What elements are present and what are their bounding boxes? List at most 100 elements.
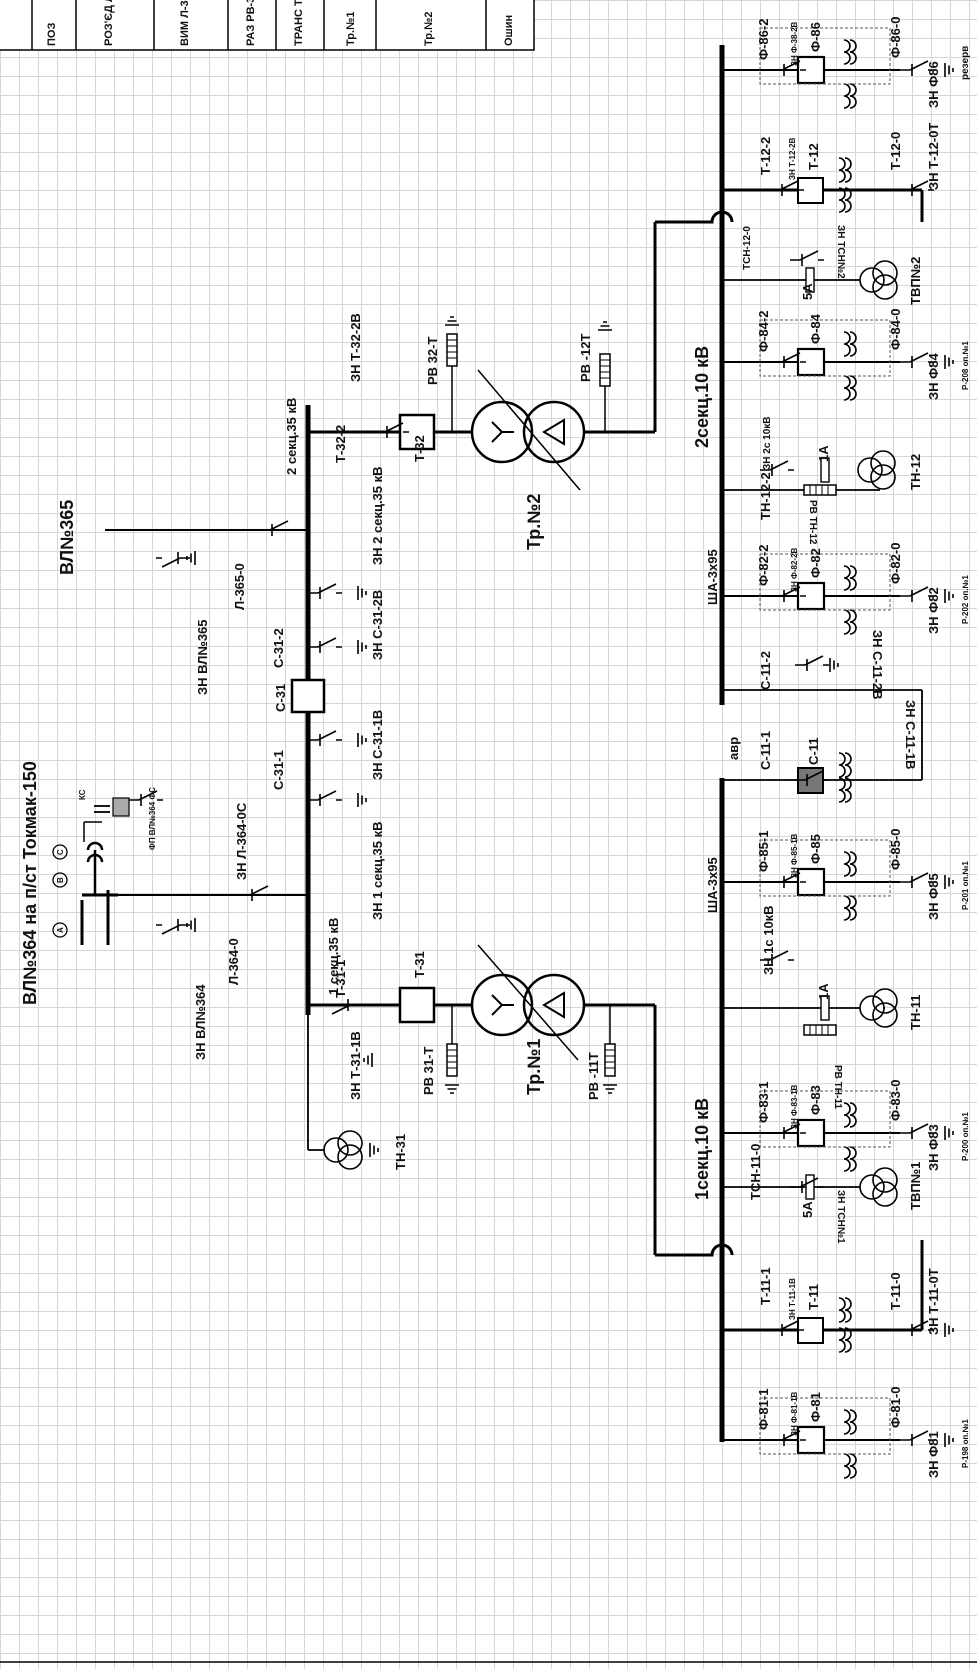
bus-35kv: 1 секц.35 кВ 2 секц.35 кВ С-31 С-31-1 С-… <box>105 398 408 1170</box>
feeder-zn-bottom: ЗН Ф85 <box>926 873 941 920</box>
zn-t12-0t: ЗН Т-12-0Т <box>926 123 941 190</box>
table-cell: ТРАНС ТН-31, <box>293 0 305 46</box>
bus-35-s2: 2 секц.35 кВ <box>284 398 299 475</box>
t32: Т-32 <box>412 435 427 462</box>
rv-tn11: РВ ТН-11 <box>832 1065 843 1109</box>
feeder-top-label: Ф-86-2 <box>756 19 771 60</box>
zn-l364-0c: ЗН Л-364-0С <box>234 802 249 880</box>
feeder-op-label: Р-200 оп.№1 <box>961 1112 970 1161</box>
c31-label: С-31 <box>273 684 288 712</box>
table-cell: Ошин <box>503 15 515 46</box>
feeder-bottom-label: Ф-81-0 <box>888 1387 903 1428</box>
tr1-name: Тр.№1 <box>524 1039 544 1095</box>
feeder-zn-bottom: ЗН Ф83 <box>926 1124 941 1171</box>
feeder-op-label: Р-198 оп.№1 <box>961 1419 970 1468</box>
c31-2-label: С-31-2 <box>271 628 286 668</box>
feeder-op-label: Р-202 оп.№1 <box>961 575 970 624</box>
avr: авр <box>726 737 741 760</box>
table-cell: РОЗ'ЄД Л-364-0 Т-31-1, <box>103 0 115 46</box>
tvp2: ТВП№2 <box>908 257 923 305</box>
zn-2c: ЗН 2с 10кВ <box>762 416 773 470</box>
rv12t: РВ -12Т <box>578 334 593 382</box>
c11-2: С-11-2 <box>758 651 773 690</box>
table-cell: Тр.№1 <box>345 12 357 46</box>
tvp1: ТВП№1 <box>908 1162 923 1210</box>
feeder-top-label: Ф-83-1 <box>756 1082 771 1123</box>
feeder-bottom-label: Ф-83-0 <box>888 1080 903 1121</box>
feeder-top-label: Ф-81-1 <box>756 1389 771 1430</box>
feeder-zn-bottom: ЗН Ф86 <box>926 61 941 108</box>
bus-10-s1: 1секц.10 кВ <box>692 1098 712 1200</box>
feeder-name: Ф-85 <box>808 834 823 864</box>
sha-2: ША-3х95 <box>705 549 720 605</box>
feeder-breaker <box>796 347 826 377</box>
feeder-bottom-label: Ф-82-0 <box>888 543 903 584</box>
phase-markers: A B C КС ФП ВЛ№364 ФС <box>52 787 164 945</box>
sha-1: ША-3х95 <box>705 857 720 913</box>
c11-1: С-11-1 <box>758 731 773 770</box>
feeder-breaker <box>796 1118 826 1148</box>
bus-35-s1: 1 секц.35 кВ <box>326 918 341 995</box>
t12: Т-12 <box>806 143 821 170</box>
feeder-zn-top: ЗН Ф-85-1В <box>790 833 799 878</box>
table-cell: РАЗ РВ-3 <box>245 0 257 46</box>
tn31-label: ТН-31 <box>393 1134 408 1170</box>
zn-1-sec: ЗН 1 секц.35 кВ <box>370 821 385 920</box>
feeder-breaker <box>796 55 826 85</box>
line-365-title: ВЛ№365 <box>57 500 77 575</box>
feeder-op-label: Р-201 оп.№1 <box>961 861 970 910</box>
feeder-bottom-label: Ф-86-0 <box>888 17 903 58</box>
zn-t11-0t: ЗН Т-11-0Т <box>926 1268 941 1335</box>
tn11: ТН-11 <box>908 995 923 1030</box>
feeder-bottom-label: Ф-85-0 <box>888 829 903 870</box>
t12-0: Т-12-0 <box>888 132 903 170</box>
feeder-name: Ф-86 <box>808 22 823 52</box>
zn-t11-1b: ЗН Т-11-1В <box>788 1278 797 1320</box>
tr2-name: Тр.№2 <box>524 494 544 550</box>
feeder-top-label: Ф-84-2 <box>756 311 771 352</box>
tsn12-0: ТСН-12-0 <box>742 226 753 270</box>
feeder-op-label: Р-208 оп.№1 <box>961 341 970 390</box>
feeder-breaker <box>796 1425 826 1455</box>
a5-right: 5А <box>800 283 815 300</box>
feeder-zn-top: ЗН Ф-82-2В <box>790 547 799 592</box>
zn-1c: ЗН 1с 10кВ <box>761 905 776 975</box>
feeder-bottom-label: Ф-84-0 <box>888 309 903 350</box>
tn12: ТН-12 <box>908 454 923 490</box>
table-cell: ВИМ Л-364 Т-31( Т-32( <box>179 0 191 46</box>
feeder-name: Ф-84 <box>808 313 823 344</box>
t11: Т-11 <box>806 1284 821 1310</box>
zn-vl364: ЗН ВЛ№364 <box>193 984 208 1060</box>
feeder-name: Ф-81 <box>808 1392 823 1422</box>
operations-table: ПОЗ РОЗ'ЄД Л-364-0 Т-31-1, ВИМ Л-364 Т-3… <box>0 0 535 51</box>
reserve-label: резерв <box>960 46 971 80</box>
bus-10-s2: 2секц.10 кВ <box>692 346 712 448</box>
fp-label: ФП ВЛ№364 ФС <box>148 787 157 850</box>
feeder-name: Ф-83 <box>808 1085 823 1115</box>
feeder-zn-bottom: ЗН Ф82 <box>926 587 941 634</box>
t11-0: Т-11-0 <box>888 1272 903 1310</box>
zn-c11-2b: ЗН С-11-2В <box>870 630 885 700</box>
phase-c-label: C <box>56 849 65 855</box>
feeder-name: Ф-82 <box>808 548 823 578</box>
zn-tsn2: ЗН ТСН№2 <box>835 225 846 279</box>
tn12-2: ТН-12-2 <box>758 472 773 520</box>
zn-c31-1b: ЗН С-31-1В <box>370 710 385 780</box>
zn-t32-2b: ЗН Т-32-2В <box>348 313 363 382</box>
feeder-zn-bottom: ЗН Ф84 <box>926 353 941 400</box>
zn-vl365: ЗН ВЛ№365 <box>195 619 210 695</box>
ks-label: КС <box>78 789 87 800</box>
bus-10kv: 1секц.10 кВ 2секц.10 кВ ША-3х95 ША-3х95 … <box>655 45 971 1442</box>
zn-tsn1: ЗН ТСН№1 <box>835 1190 846 1244</box>
zn-2-sec: ЗН 2 секц.35 кВ <box>370 466 385 565</box>
l365-0: Л-365-0 <box>232 563 247 610</box>
zn-t31-1b: ЗН Т-31-1В <box>348 1031 363 1100</box>
t11-1: Т-11-1 <box>758 1267 773 1305</box>
rv11t: РВ -11Т <box>586 1052 601 1100</box>
tsn11-0: ТСН-11-0 <box>748 1144 763 1200</box>
